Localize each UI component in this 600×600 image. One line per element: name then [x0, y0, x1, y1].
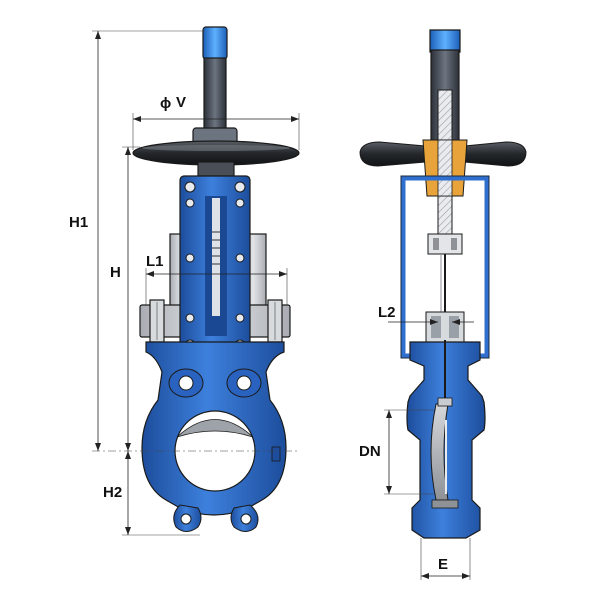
side-handwheel-right	[464, 141, 527, 167]
body-lugs	[168, 368, 262, 398]
handwheel-collar	[197, 161, 235, 177]
dim-label-v: V	[176, 94, 186, 111]
dim-label-e: E	[438, 556, 448, 573]
side-bottom-seat	[431, 499, 459, 509]
side-handwheel-left	[359, 141, 426, 167]
body-side-boss	[271, 446, 281, 462]
side-stem-cap	[429, 29, 461, 53]
stem-rod	[203, 57, 227, 137]
stem-cap	[202, 26, 228, 60]
dim-label-l2: L2	[378, 304, 396, 321]
lower-lugs	[173, 504, 259, 532]
dim-label-h2: H2	[103, 484, 122, 501]
side-yoke-frame	[400, 175, 490, 359]
dim-label-phi: ϕ	[160, 95, 171, 112]
front-dimensions: H1 H H2 ϕ V L1	[69, 30, 300, 536]
dim-label-h1: H1	[69, 214, 88, 231]
handwheel-highlight	[142, 145, 290, 151]
gate-edge	[176, 419, 254, 438]
dim-label-l1: L1	[146, 253, 164, 270]
side-dimensions: L2 DN E	[359, 304, 474, 580]
side-section-view	[359, 29, 527, 539]
front-view	[132, 26, 300, 532]
dim-label-h: H	[110, 264, 121, 281]
dim-label-dn: DN	[359, 443, 381, 460]
handwheel	[132, 140, 300, 166]
stem-in-yoke	[212, 198, 220, 316]
